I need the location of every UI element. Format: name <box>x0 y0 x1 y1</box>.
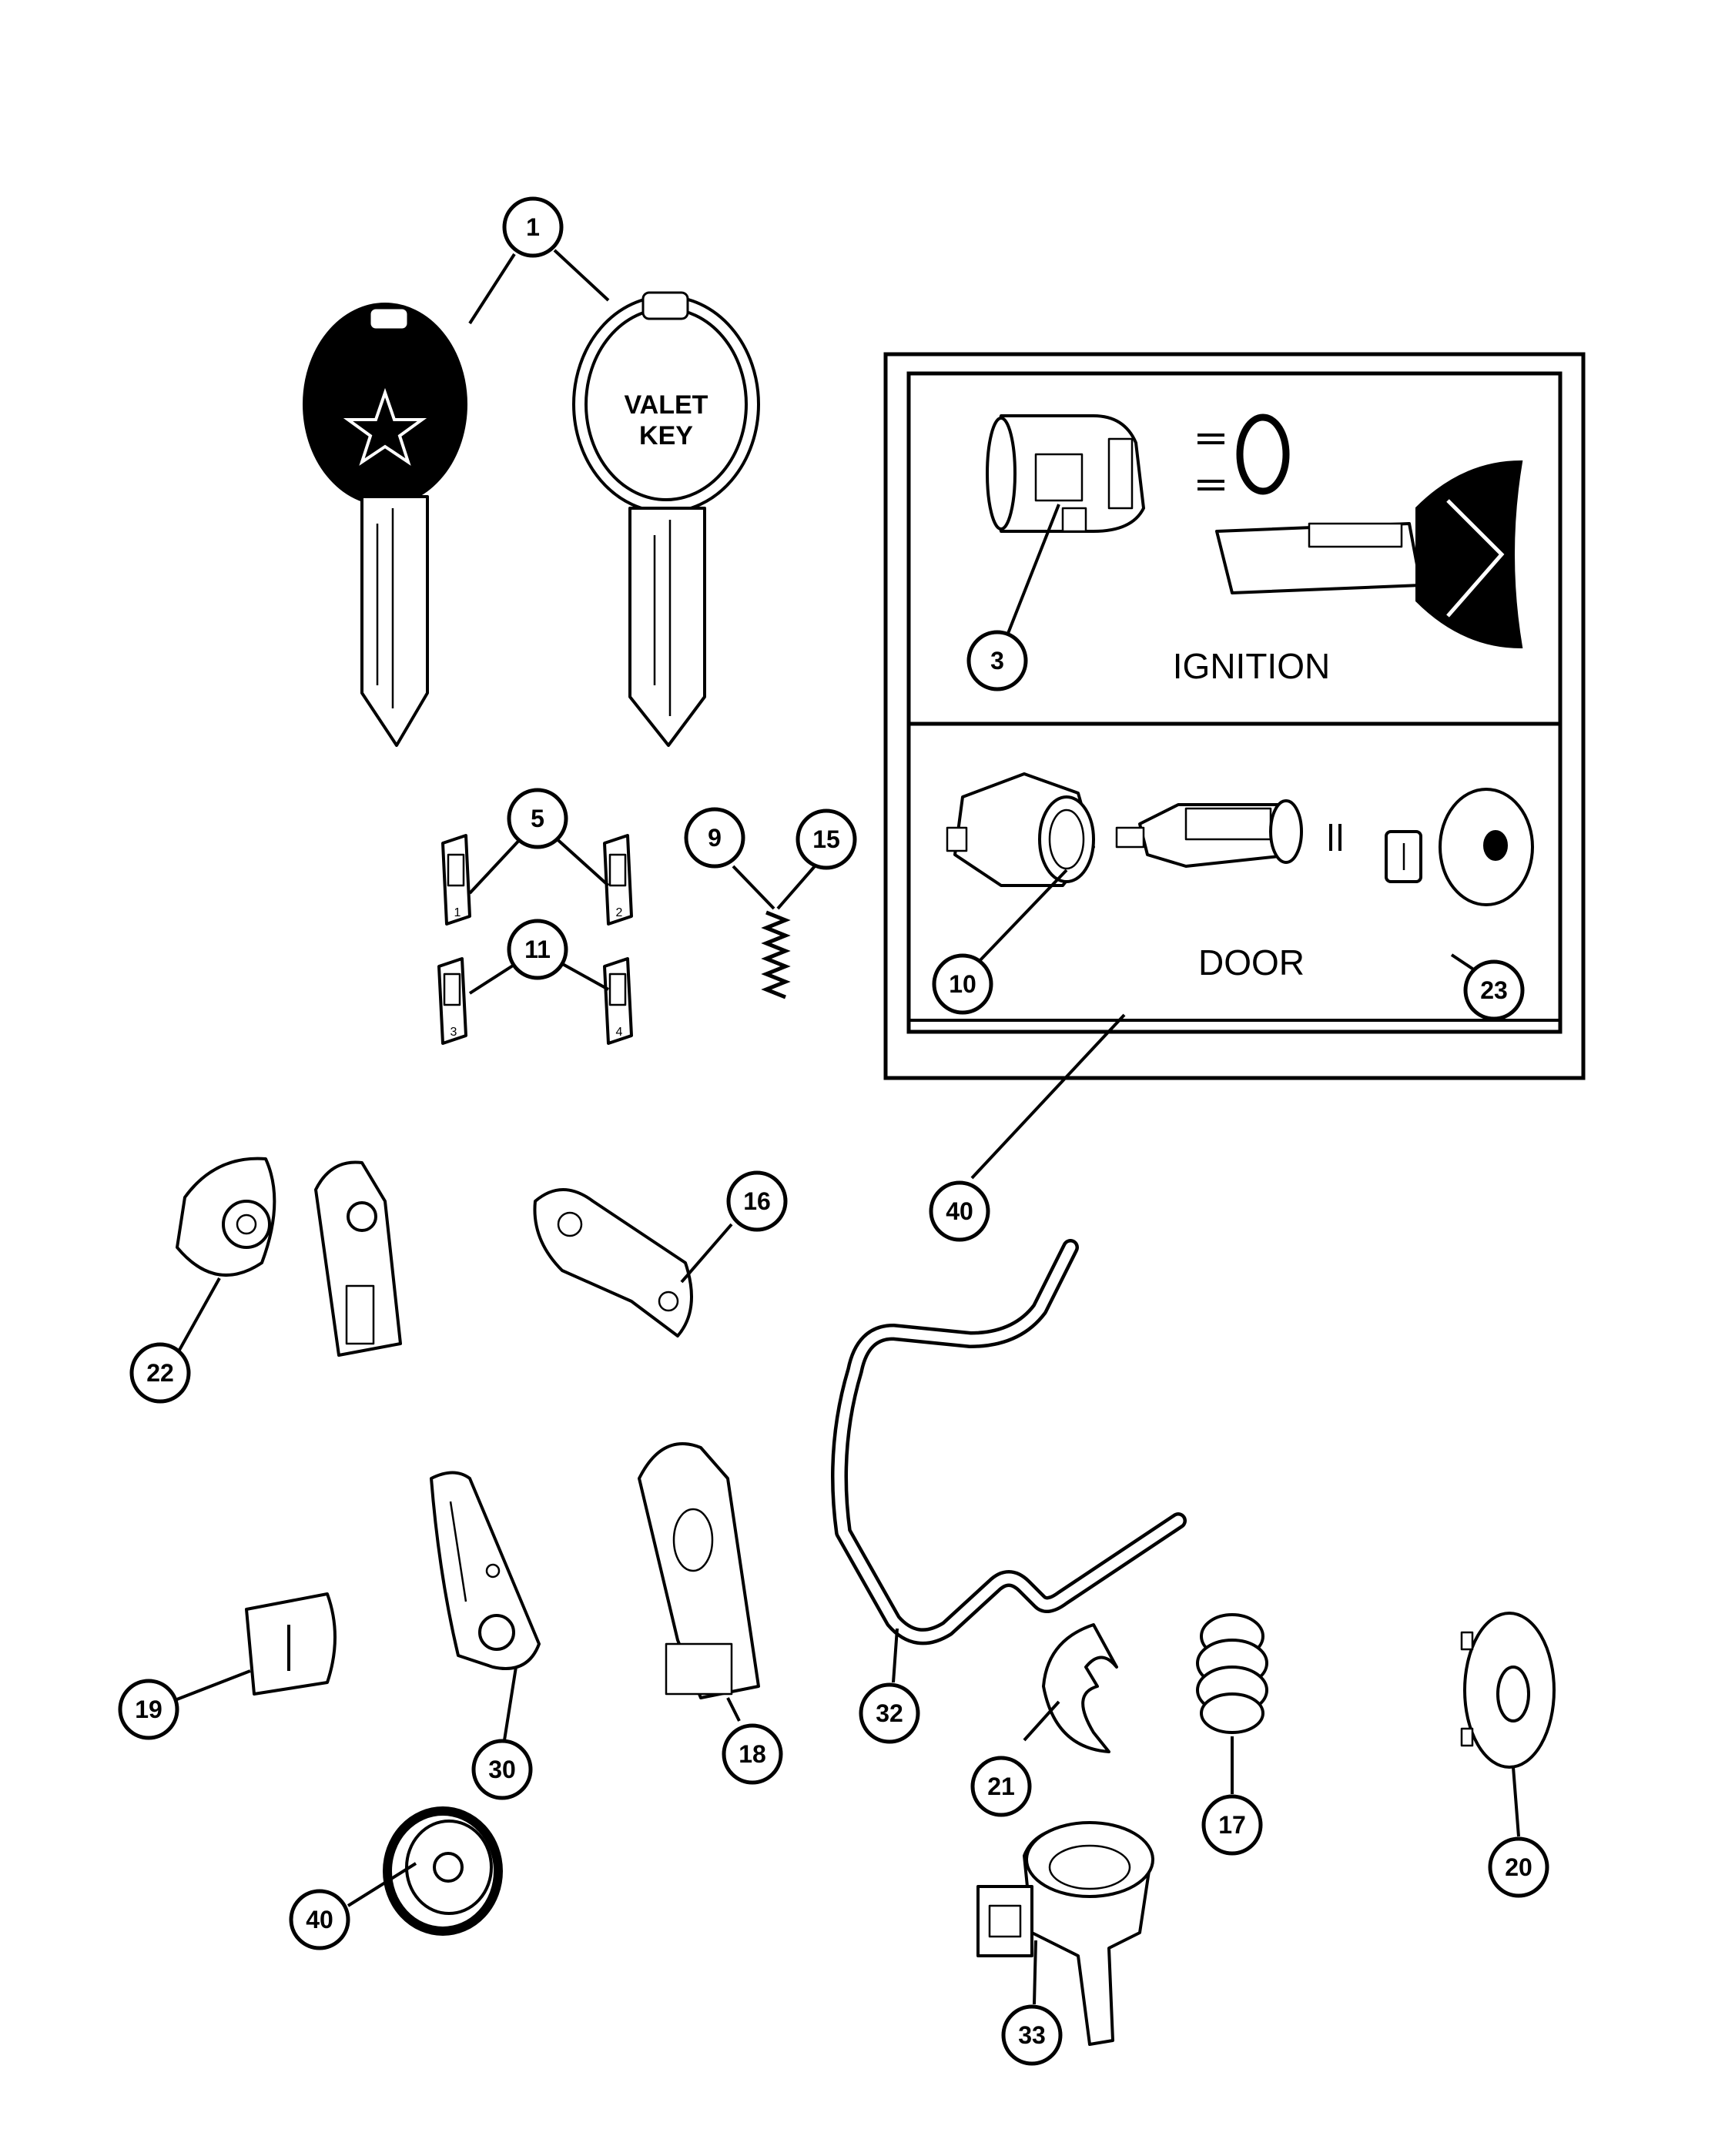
callout-32: 32 <box>859 1682 920 1744</box>
lock-cylinder-kit-panel: IGNITION DOOR <box>883 352 1586 1080</box>
valet-key-text-line1: VALET <box>625 390 708 420</box>
valet-key: VALET KEY <box>572 291 760 747</box>
callout-15: 15 <box>796 808 857 870</box>
tumbler-spring <box>761 910 791 999</box>
callout-10-label: 10 <box>949 970 976 998</box>
callout-19: 19 <box>118 1679 179 1740</box>
callout-40-upper-label: 40 <box>946 1197 973 1225</box>
tumbler-number-2: 2 <box>616 906 623 919</box>
callout-30-label: 30 <box>488 1756 516 1783</box>
ignition-springs <box>1197 434 1224 490</box>
tumbler-set-5: 1 2 <box>441 834 633 926</box>
callout-20: 20 <box>1488 1836 1549 1898</box>
lock-lever-assembly-22 <box>176 1157 402 1357</box>
callout-33-label: 33 <box>1018 2021 1046 2049</box>
callout-5-label: 5 <box>531 805 544 832</box>
callout-21: 21 <box>970 1756 1032 1817</box>
callout-5: 5 <box>507 788 568 849</box>
retaining-clip-21 <box>1042 1623 1118 1753</box>
callout-17: 17 <box>1201 1794 1263 1856</box>
callout-3-label: 3 <box>990 647 1004 675</box>
valet-key-text-line2: KEY <box>639 421 693 450</box>
door-label: DOOR <box>1198 942 1305 983</box>
callout-40-lower-label: 40 <box>306 1906 333 1933</box>
callout-15-label: 15 <box>812 825 840 853</box>
tumbler-number-4: 4 <box>616 1026 623 1039</box>
callout-1: 1 <box>502 196 564 258</box>
callout-9: 9 <box>684 807 745 869</box>
callout-10: 10 <box>932 953 993 1015</box>
callout-23: 23 <box>1463 959 1525 1021</box>
spring-17 <box>1196 1613 1268 1734</box>
lock-retainer-18 <box>638 1442 760 1699</box>
grommet-40 <box>383 1806 503 1936</box>
lock-lever-16 <box>533 1188 693 1337</box>
callout-40-upper: 40 <box>929 1180 990 1242</box>
callout-33: 33 <box>1001 2004 1063 2066</box>
callout-30: 30 <box>471 1739 533 1800</box>
door-lock-cap <box>1385 788 1534 906</box>
callout-9-label: 9 <box>708 824 722 852</box>
door-lock-cylinder <box>1115 799 1303 868</box>
callout-16: 16 <box>726 1170 788 1232</box>
leader-lines <box>170 249 1520 2005</box>
callout-11-label: 11 <box>524 936 551 963</box>
callout-23-label: 23 <box>1480 976 1508 1004</box>
door-lock-housing <box>946 772 1095 887</box>
callout-21-label: 21 <box>987 1773 1015 1800</box>
callout-40-lower: 40 <box>289 1889 350 1950</box>
lock-cap-19 <box>245 1592 337 1696</box>
callout-18: 18 <box>722 1723 783 1785</box>
tumbler-set-11: 3 4 <box>437 957 633 1045</box>
callout-3: 3 <box>966 630 1028 691</box>
lock-lever-30 <box>430 1471 541 1670</box>
master-key <box>303 303 467 747</box>
ignition-o-ring <box>1236 413 1290 495</box>
ignition-label: IGNITION <box>1173 646 1330 686</box>
callout-16-label: 16 <box>743 1187 771 1215</box>
callout-19-label: 19 <box>135 1696 162 1723</box>
callout-17-label: 17 <box>1218 1811 1246 1839</box>
callout-22: 22 <box>129 1342 191 1404</box>
callout-20-label: 20 <box>1505 1853 1532 1881</box>
lock-housing-33 <box>976 1821 1154 2046</box>
tumbler-number-3: 3 <box>451 1026 457 1039</box>
door-lock-springs <box>1329 824 1341 851</box>
callout-18-label: 18 <box>739 1740 766 1768</box>
tumbler-number-1: 1 <box>454 906 461 919</box>
lock-rod-32 <box>831 1239 1187 1645</box>
ignition-cylinder <box>1215 460 1523 649</box>
bezel-20 <box>1460 1612 1556 1769</box>
callout-11: 11 <box>507 919 568 980</box>
ignition-housing <box>986 414 1145 533</box>
callout-32-label: 32 <box>876 1699 903 1727</box>
callout-22-label: 22 <box>146 1359 174 1387</box>
callout-1-label: 1 <box>526 213 540 241</box>
